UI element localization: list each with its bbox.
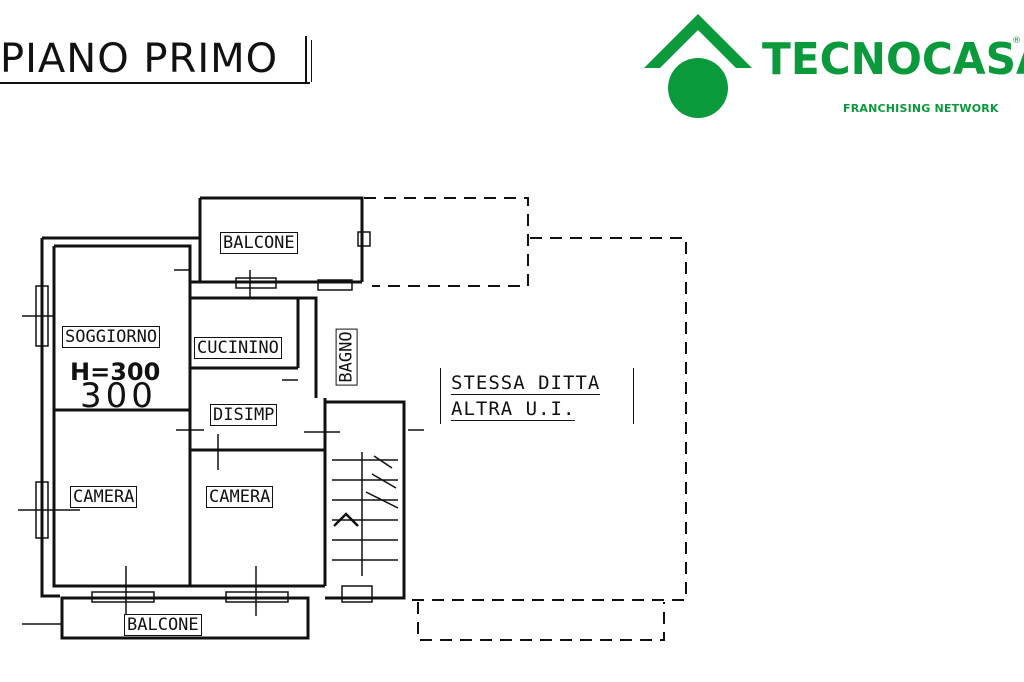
brand-name: TECNOCASA — [762, 34, 1024, 85]
room-label-soggiorno: SOGGIORNO — [62, 326, 161, 348]
room-label-bagno: BAGNO — [335, 328, 358, 386]
title-rule — [305, 36, 307, 82]
room-label-camera-right: CAMERA — [206, 486, 274, 508]
room-label-balcone-bottom: BALCONE — [124, 614, 202, 636]
adjacent-unit-note: STESSA DITTA ALTRA U.I. — [440, 368, 634, 424]
room-label-disimp: DISIMP — [210, 404, 278, 426]
room-label-balcone-top: BALCONE — [220, 232, 298, 254]
adjacent-line-1: STESSA DITTA — [451, 372, 601, 395]
room-label-cucinino: CUCININO — [194, 337, 282, 359]
ceiling-height-handwritten: 300 — [80, 376, 157, 416]
tecnocasa-logo-icon — [644, 14, 752, 118]
floor-title: PIANO PRIMO — [0, 36, 312, 84]
room-label-camera-left: CAMERA — [70, 486, 138, 508]
floor-title-text: PIANO PRIMO — [0, 36, 279, 82]
brand-tagline: FRANCHISING NETWORK — [843, 102, 999, 115]
title-rule-thin — [311, 40, 312, 82]
ceiling-height-note: H=300 — [70, 358, 161, 386]
registered-mark: ® — [1012, 36, 1021, 46]
adjacent-line-2: ALTRA U.I. — [451, 398, 576, 421]
